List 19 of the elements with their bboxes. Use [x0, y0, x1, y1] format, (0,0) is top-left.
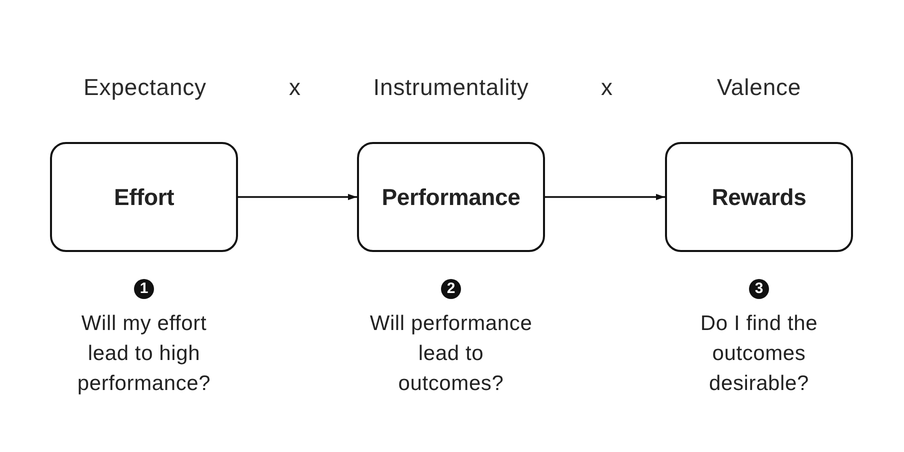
arrow [545, 194, 665, 200]
factor-label: Instrumentality [373, 74, 529, 100]
callout-number: 3 [749, 279, 769, 299]
node-label: Effort [114, 184, 174, 210]
callout-number: 2 [441, 279, 461, 299]
process-box [665, 142, 853, 252]
factor-label: Expectancy [84, 74, 206, 100]
arrow [238, 194, 357, 200]
process-box [357, 142, 545, 252]
operator-label: x [289, 74, 301, 100]
factor-label: Valence [716, 74, 802, 100]
process-box [50, 142, 238, 252]
node-label: Rewards [712, 184, 806, 210]
question-text: Do I find the outcomes desirable? [699, 311, 819, 397]
question-text: Will my effort lead to high performance? [76, 311, 212, 397]
node-label: Performance [382, 184, 520, 210]
question-text: Will performance lead to outcomes? [368, 311, 534, 397]
operator-label: x [601, 74, 613, 100]
callout-number: 1 [134, 279, 154, 299]
